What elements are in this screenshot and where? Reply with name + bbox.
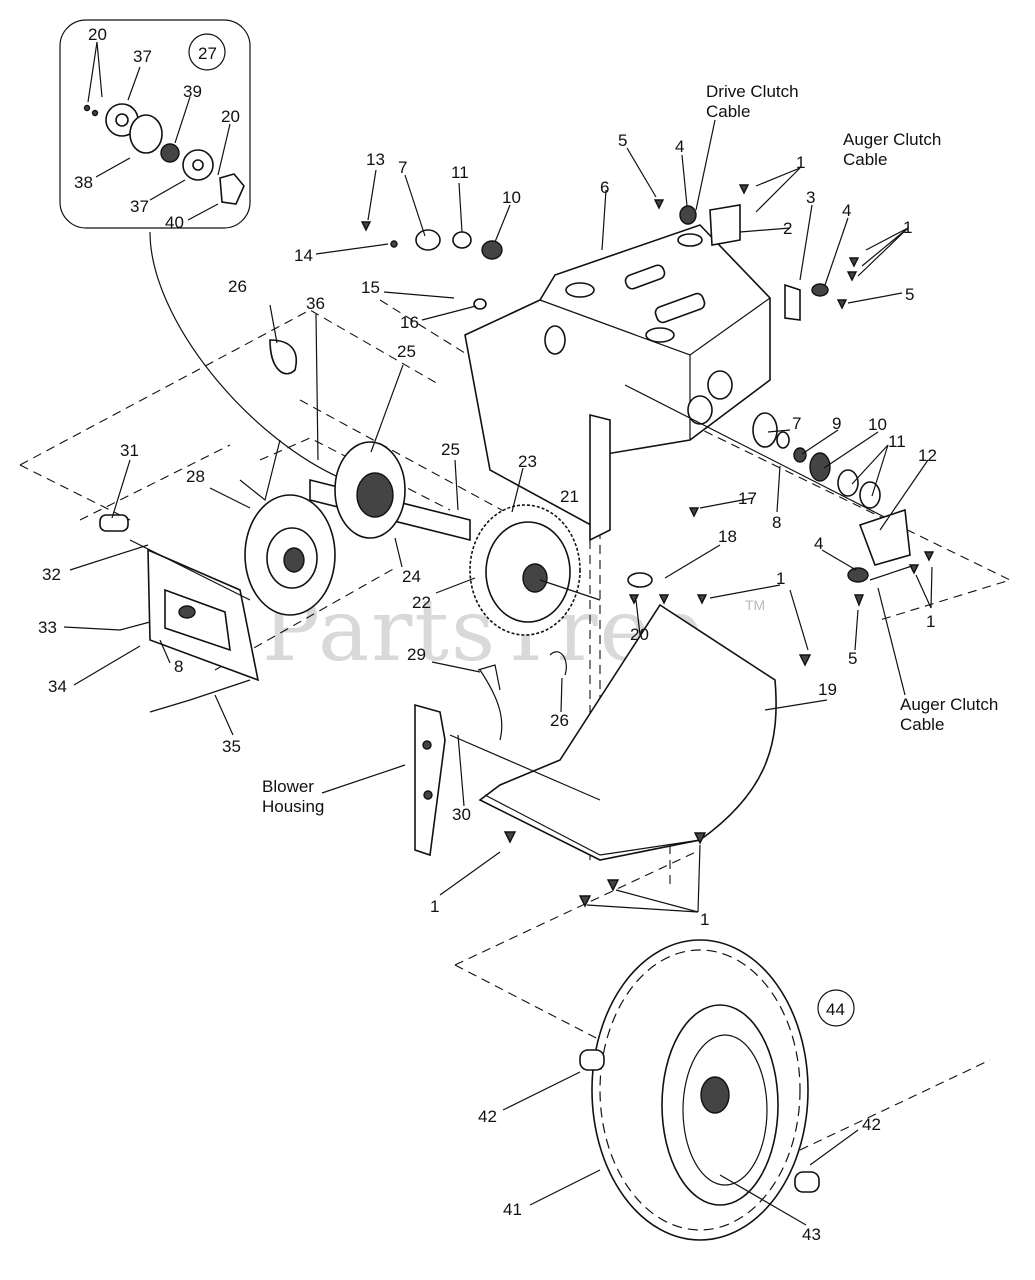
blower-housing-line1: Blower <box>262 777 314 796</box>
label-26: 26 <box>550 711 569 730</box>
label-20: 20 <box>88 25 107 44</box>
label-21: 21 <box>560 487 579 506</box>
label-30: 30 <box>452 805 471 824</box>
label-11: 11 <box>451 163 469 182</box>
label-5: 5 <box>905 285 914 304</box>
label-8: 8 <box>174 657 183 676</box>
right-shaft-parts <box>624 204 916 588</box>
label-25: 25 <box>397 342 416 361</box>
blower-housing-line2: Housing <box>262 797 324 816</box>
callout-27: 27 <box>198 44 217 63</box>
label-31: 31 <box>120 441 139 460</box>
callout-circle-44 <box>817 989 855 1027</box>
label-24: 24 <box>402 567 421 586</box>
label-4: 4 <box>814 534 823 553</box>
label-37: 37 <box>133 47 152 66</box>
label-7: 7 <box>792 414 801 433</box>
label-1: 1 <box>430 897 439 916</box>
auger-clutch-cable-bottom-line2: Cable <box>900 715 944 734</box>
text-labels: Drive Clutch Cable Auger Clutch Cable Au… <box>262 82 998 816</box>
fasteners <box>360 184 935 908</box>
blower-housing-bracket <box>414 703 446 857</box>
label-6: 6 <box>600 178 609 197</box>
label-37: 37 <box>130 197 149 216</box>
drive-clutch-cable-line1: Drive Clutch <box>706 82 799 101</box>
worm-gear-22 <box>469 504 601 636</box>
impeller-assembly <box>239 439 471 616</box>
label-4: 4 <box>842 201 851 220</box>
label-26: 26 <box>228 277 247 296</box>
label-20: 20 <box>221 107 240 126</box>
spacer-42-left <box>579 1049 605 1071</box>
label-2: 2 <box>783 219 792 238</box>
label-38: 38 <box>74 173 93 192</box>
label-15: 15 <box>361 278 380 297</box>
label-41: 41 <box>503 1200 522 1219</box>
bracket-assembly <box>99 514 260 713</box>
label-23: 23 <box>518 452 537 471</box>
label-34: 34 <box>48 677 67 696</box>
label-14: 14 <box>294 246 313 265</box>
label-25: 25 <box>441 440 460 459</box>
spacer-42-right <box>794 1171 820 1193</box>
label-22: 22 <box>412 593 431 612</box>
drive-clutch-cable-line2: Cable <box>706 102 750 121</box>
label-18: 18 <box>718 527 737 546</box>
inset-leader-line <box>149 231 346 481</box>
part-number-labels: 20 37 39 20 38 37 40 13 7 11 10 14 15 16… <box>38 25 937 1244</box>
label-20: 20 <box>630 625 649 644</box>
label-43: 43 <box>802 1225 821 1244</box>
label-28: 28 <box>186 467 205 486</box>
label-1: 1 <box>903 218 912 237</box>
tire-41 <box>579 939 820 1241</box>
auger-clutch-cable-top-line1: Auger Clutch <box>843 130 941 149</box>
label-8: 8 <box>772 513 781 532</box>
leader-lines <box>63 41 933 1226</box>
label-1: 1 <box>796 153 805 172</box>
housing-panel-19 <box>449 603 777 861</box>
label-32: 32 <box>42 565 61 584</box>
label-3: 3 <box>806 188 815 207</box>
label-42: 42 <box>862 1115 881 1134</box>
label-39: 39 <box>183 82 202 101</box>
inset-parts <box>83 103 245 205</box>
label-9: 9 <box>832 414 841 433</box>
label-42: 42 <box>478 1107 497 1126</box>
callout-44: 44 <box>826 1000 845 1019</box>
label-5: 5 <box>848 649 857 668</box>
label-12: 12 <box>918 446 937 465</box>
label-10: 10 <box>502 188 521 207</box>
label-36: 36 <box>306 294 325 313</box>
label-4: 4 <box>675 137 684 156</box>
left-shaft-parts <box>269 229 567 691</box>
label-19: 19 <box>818 680 837 699</box>
callout-circle-27 <box>188 33 226 71</box>
label-29: 29 <box>407 645 426 664</box>
label-10: 10 <box>868 415 887 434</box>
label-11: 11 <box>888 432 906 451</box>
auger-clutch-cable-bottom-line1: Auger Clutch <box>900 695 998 714</box>
inset-detail-27: 27 <box>59 19 346 481</box>
label-13: 13 <box>366 150 385 169</box>
gear-housing-6 <box>464 224 771 542</box>
label-33: 33 <box>38 618 57 637</box>
label-16: 16 <box>400 313 419 332</box>
label-5: 5 <box>618 131 627 150</box>
label-1: 1 <box>926 612 935 631</box>
auger-clutch-cable-top-line2: Cable <box>843 150 887 169</box>
label-17: 17 <box>738 489 757 508</box>
label-40: 40 <box>165 213 184 232</box>
label-1: 1 <box>776 569 785 588</box>
watermark-tm: TM <box>745 597 765 613</box>
label-7: 7 <box>398 158 407 177</box>
label-1: 1 <box>700 910 709 929</box>
label-35: 35 <box>222 737 241 756</box>
